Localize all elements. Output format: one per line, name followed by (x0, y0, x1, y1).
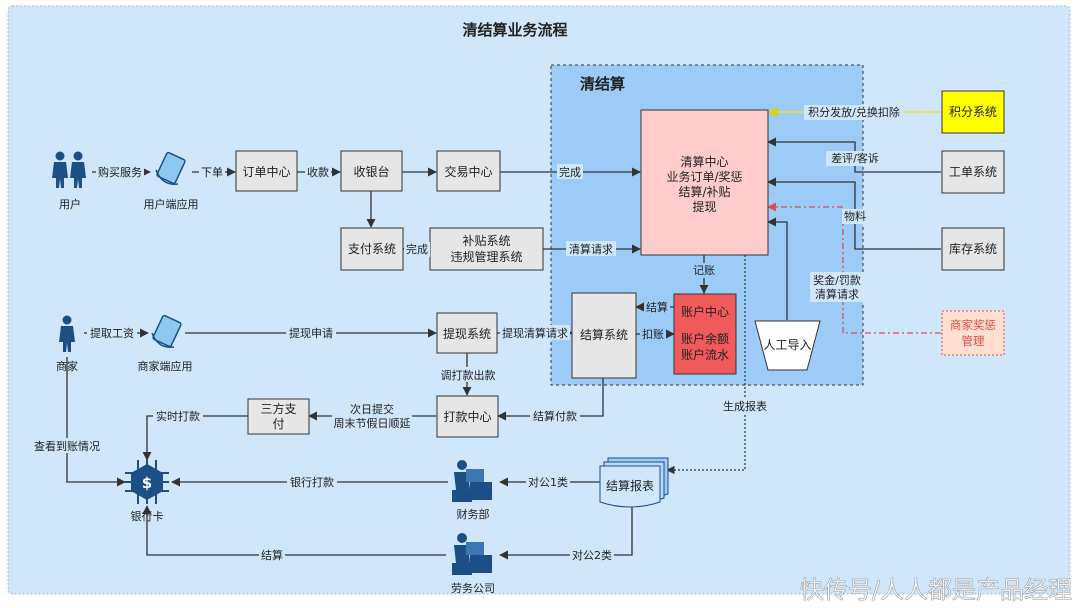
box-manual-import: 人工导入 (754, 320, 821, 371)
svg-text:$: $ (142, 474, 152, 492)
label-settle-payment: 结算付款 (533, 409, 577, 423)
svg-text:结算系统: 结算系统 (580, 327, 628, 342)
clearing-region-label: 清结算 (580, 75, 625, 93)
svg-text:结算/补贴: 结算/补贴 (678, 184, 730, 199)
box-payment-system: 支付系统 (340, 227, 404, 271)
svg-text:交易中心: 交易中心 (444, 164, 492, 179)
edge-report-to-labor (499, 502, 633, 560)
user-app-label: 用户端应用 (144, 197, 199, 211)
label-withdraw-clearing-request: 提现清算请求 (502, 326, 568, 340)
svg-text:工单系统: 工单系统 (949, 165, 997, 179)
box-settlement-system: 结算系统 (571, 292, 637, 379)
label-next-day-2: 周末节假日顺延 (334, 416, 411, 430)
user-app-icon (155, 151, 186, 185)
svg-text:打款中心: 打款中心 (443, 409, 491, 424)
label-settle-bottom: 结算 (261, 548, 283, 562)
labor-company-label: 劳务公司 (451, 582, 495, 595)
label-complete-subsidy: 完成 (406, 242, 428, 256)
svg-text:账户流水: 账户流水 (681, 347, 729, 362)
label-reward-request-2: 清算请求 (815, 287, 859, 301)
edge-labor-to-bank (142, 505, 446, 556)
svg-text:付: 付 (272, 417, 284, 431)
svg-text:商家奖惩: 商家奖惩 (950, 318, 996, 332)
box-merchant-reward: 商家奖惩 管理 (941, 310, 1005, 356)
box-cashier: 收银台 (340, 150, 403, 192)
box-ticket-system: 工单系统 (941, 150, 1005, 194)
label-clearing-request: 清算请求 (569, 242, 613, 256)
edge-thirdparty-to-bank (142, 415, 248, 461)
finance-dept-label: 财务部 (457, 507, 490, 521)
edge-merchant-to-bank (66, 357, 126, 487)
box-inventory-system: 库存系统 (941, 227, 1005, 271)
merchant-app-label: 商家端应用 (138, 359, 193, 373)
outer-container (7, 5, 1071, 595)
box-settlement-report: 结算报表 (599, 457, 669, 508)
edge-reward-to-clearing (767, 202, 941, 334)
svg-text:库存系统: 库存系统 (949, 241, 997, 256)
svg-text:提现系统: 提现系统 (443, 326, 491, 341)
label-realtime-payout: 实时打款 (156, 409, 200, 423)
label-settle: 结算 (646, 300, 668, 314)
box-trade-center: 交易中心 (436, 150, 501, 192)
box-subsidy-system: 补贴系统 违规管理系统 (429, 227, 544, 271)
svg-text:违规管理系统: 违规管理系统 (450, 249, 522, 264)
svg-text:业务订单/奖惩: 业务订单/奖惩 (666, 169, 742, 184)
svg-text:结算报表: 结算报表 (606, 478, 654, 493)
svg-text:积分系统: 积分系统 (949, 105, 997, 119)
label-generate-report: 生成报表 (723, 399, 767, 413)
svg-text:订单中心: 订单中心 (242, 164, 290, 179)
label-bookkeeping: 记账 (693, 264, 715, 277)
label-bank-transfer: 银行打款 (290, 475, 334, 489)
label-get-salary: 提取工资 (90, 327, 134, 340)
svg-text:补贴系统: 补贴系统 (462, 234, 510, 248)
label-public-1: 对公1类 (528, 475, 568, 489)
box-points-system: 积分系统 (941, 90, 1005, 134)
merchant-app-icon (151, 314, 182, 348)
labor-company-icon (452, 533, 492, 575)
label-review-complaint: 差评/客诉 (831, 151, 879, 165)
box-clearing-center: 清算中心 业务订单/奖惩 结算/补贴 提现 (640, 109, 769, 256)
label-place-order: 下单 (201, 166, 223, 179)
label-points-issue: 积分发放/兑换扣除 (808, 105, 900, 119)
label-materials: 物料 (844, 209, 866, 223)
svg-text:收银台: 收银台 (353, 164, 389, 179)
label-withdraw-request: 提现申请 (289, 327, 333, 340)
svg-text:清算中心: 清算中心 (680, 154, 728, 169)
label-next-day-1: 次日提交 (350, 402, 394, 416)
box-third-party-pay: 三方支 付 (247, 398, 310, 435)
label-deduct: 扣账 (642, 327, 664, 341)
box-order-center: 订单中心 (235, 150, 298, 192)
box-withdraw-system: 提现系统 (436, 312, 498, 354)
finance-dept-icon (452, 460, 492, 502)
label-call-payout: 调打款出款 (441, 368, 496, 382)
bank-card-label: 银行卡 (131, 509, 164, 523)
box-account-center: 账户中心 账户余额 账户流水 (673, 293, 737, 375)
merchant-label: 商家 (56, 359, 78, 373)
label-public-2: 对公2类 (572, 548, 612, 562)
svg-text:人工导入: 人工导入 (763, 338, 811, 352)
svg-text:三方支: 三方支 (260, 401, 296, 416)
edge-manual-to-clearing (767, 217, 788, 320)
svg-text:管理: 管理 (962, 334, 985, 348)
watermark: 快传号/人人都是产品经理 (800, 576, 1072, 604)
label-reward-request-1: 奖金/罚款 (813, 273, 861, 287)
box-payout-center: 打款中心 (436, 395, 499, 438)
diagram-title: 清结算业务流程 (462, 21, 567, 39)
svg-text:账户中心: 账户中心 (681, 304, 729, 319)
svg-text:支付系统: 支付系统 (348, 242, 396, 256)
bank-card-icon: $ (125, 460, 169, 504)
user-label: 用户 (59, 197, 81, 211)
label-collect: 收款 (307, 165, 329, 179)
label-check-arrival: 查看到账情况 (34, 439, 100, 453)
svg-text:账户余额: 账户余额 (681, 331, 729, 346)
label-buy-service: 购买服务 (98, 165, 142, 179)
label-complete-trade: 完成 (559, 165, 581, 179)
svg-text:提现: 提现 (692, 199, 716, 214)
